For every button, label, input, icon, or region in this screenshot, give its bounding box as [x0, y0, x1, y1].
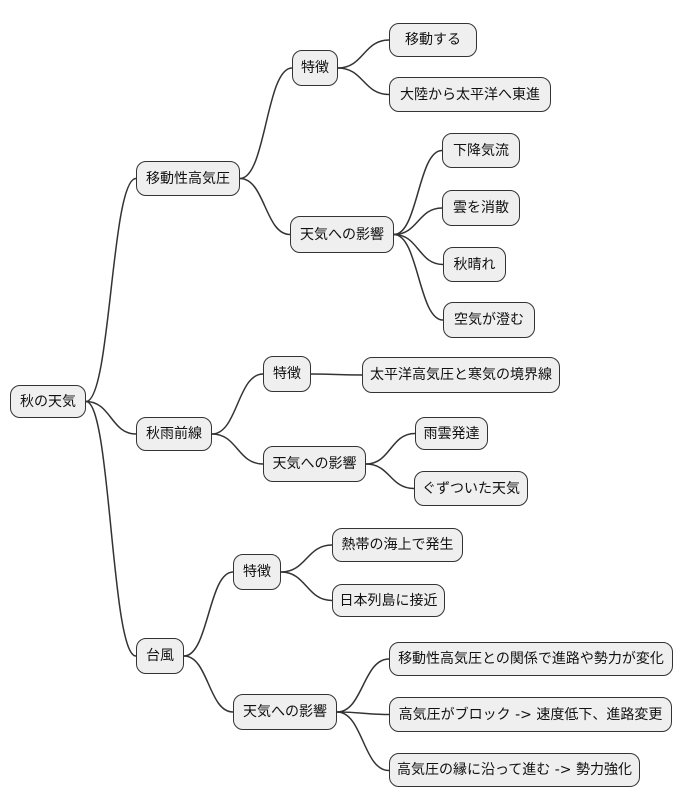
edge-mh-effects-to-clear-air [393, 233, 444, 321]
node-mh-feature-eastward: 大陸から太平洋へ東進 [389, 77, 551, 112]
edge-mh-effects-to-downdraft [393, 149, 443, 236]
node-arf-effect-unsettled: ぐずついた天気 [414, 471, 528, 506]
node-arf-effects: 天気への影響 [263, 446, 366, 482]
edge-mh-effects-to-clouds-dissipate [393, 207, 443, 236]
node-ty-feature-tropical-origin: 熱帯の海上で発生 [332, 528, 463, 562]
node-root-autumn-weather: 秋の天気 [10, 385, 86, 418]
edge-root-to-typhoon [85, 400, 137, 657]
node-ty-features: 特徴 [233, 554, 281, 590]
node-mh-effect-autumn-clear: 秋晴れ [443, 247, 506, 282]
node-mh-effects: 天気への影響 [290, 216, 394, 253]
edge-mh-to-features [239, 67, 293, 180]
edge-mh-to-effects [239, 177, 291, 236]
node-mh-effect-downdraft: 下降気流 [442, 133, 520, 168]
node-mh-features: 特徴 [292, 50, 338, 86]
node-arf-feature-boundary: 太平洋高気圧と寒気の境界線 [362, 357, 560, 393]
node-branch-autumn-rain-front: 秋雨前線 [136, 417, 212, 451]
edge-ty-effects-to-along-edge [336, 711, 390, 772]
node-branch-typhoon: 台風 [136, 638, 184, 674]
edge-arf-effects-to-rainclouds [365, 432, 416, 465]
node-mh-effect-clear-air: 空気が澄む [443, 302, 535, 338]
node-ty-effect-blocked: 高気圧がブロック -> 速度低下、進路変更 [389, 697, 672, 732]
node-ty-effect-course-power-change: 移動性高気圧との関係で進路や勢力が変化 [389, 642, 673, 676]
node-arf-effect-rainclouds: 雨雲発達 [415, 417, 488, 450]
edge-ty-features-to-tropical-origin [280, 544, 333, 573]
edge-arf-effects-to-unsettled [365, 463, 415, 490]
node-ty-feature-approach-japan: 日本列島に接近 [332, 584, 445, 617]
edge-ty-to-effects [183, 655, 234, 713]
edge-mh-effects-to-autumn-clear [393, 233, 444, 266]
edge-arf-to-features [211, 373, 264, 435]
edge-arf-features-to-boundary [310, 373, 363, 376]
node-mh-effect-clouds-dissipate: 雲を消散 [442, 190, 520, 226]
node-ty-effects: 天気への影響 [233, 694, 337, 730]
edge-root-to-migratory-high [85, 177, 137, 403]
node-mh-feature-moves: 移動する [389, 23, 477, 57]
edge-ty-effects-to-blocked [336, 711, 390, 716]
edge-ty-features-to-approach-japan [280, 571, 333, 602]
node-branch-migratory-high: 移動性高気圧 [136, 161, 240, 196]
edge-mh-features-to-eastward [337, 67, 390, 96]
edge-ty-effects-to-course-power-change [336, 658, 390, 713]
node-arf-features: 特徴 [263, 356, 311, 392]
edge-mh-features-to-moves [337, 39, 390, 69]
edge-ty-to-features [183, 571, 234, 657]
edge-root-to-autumn-rain-front [85, 400, 137, 435]
edge-arf-to-effects [211, 433, 264, 465]
node-ty-effect-along-edge: 高気圧の縁に沿って進む -> 勢力強化 [389, 753, 640, 787]
